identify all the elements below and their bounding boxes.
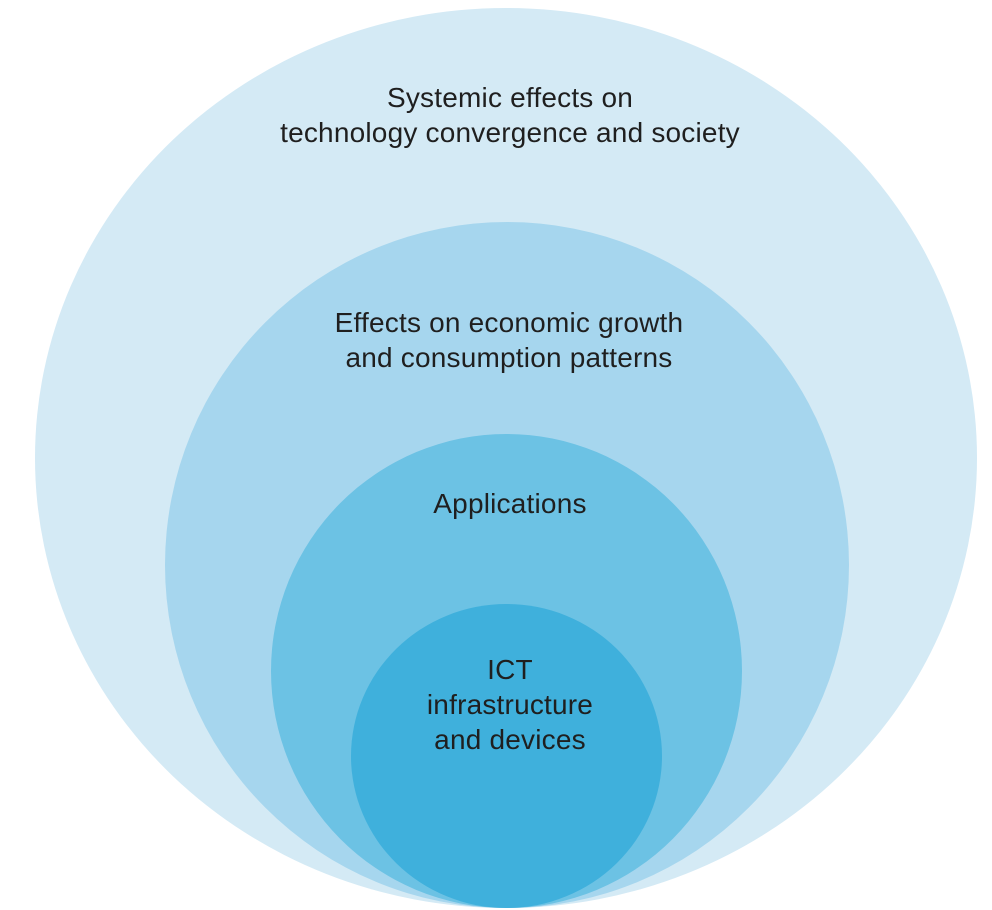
label-economic-effects: Effects on economic growth and consumpti…: [334, 307, 684, 373]
circle-ict-infrastructure: [351, 604, 662, 908]
label-applications: Applications: [433, 488, 587, 519]
label-ict-infrastructure: ICT infrastructure and devices: [426, 654, 594, 755]
label-systemic-effects: Systemic effects on technology convergen…: [280, 82, 740, 148]
